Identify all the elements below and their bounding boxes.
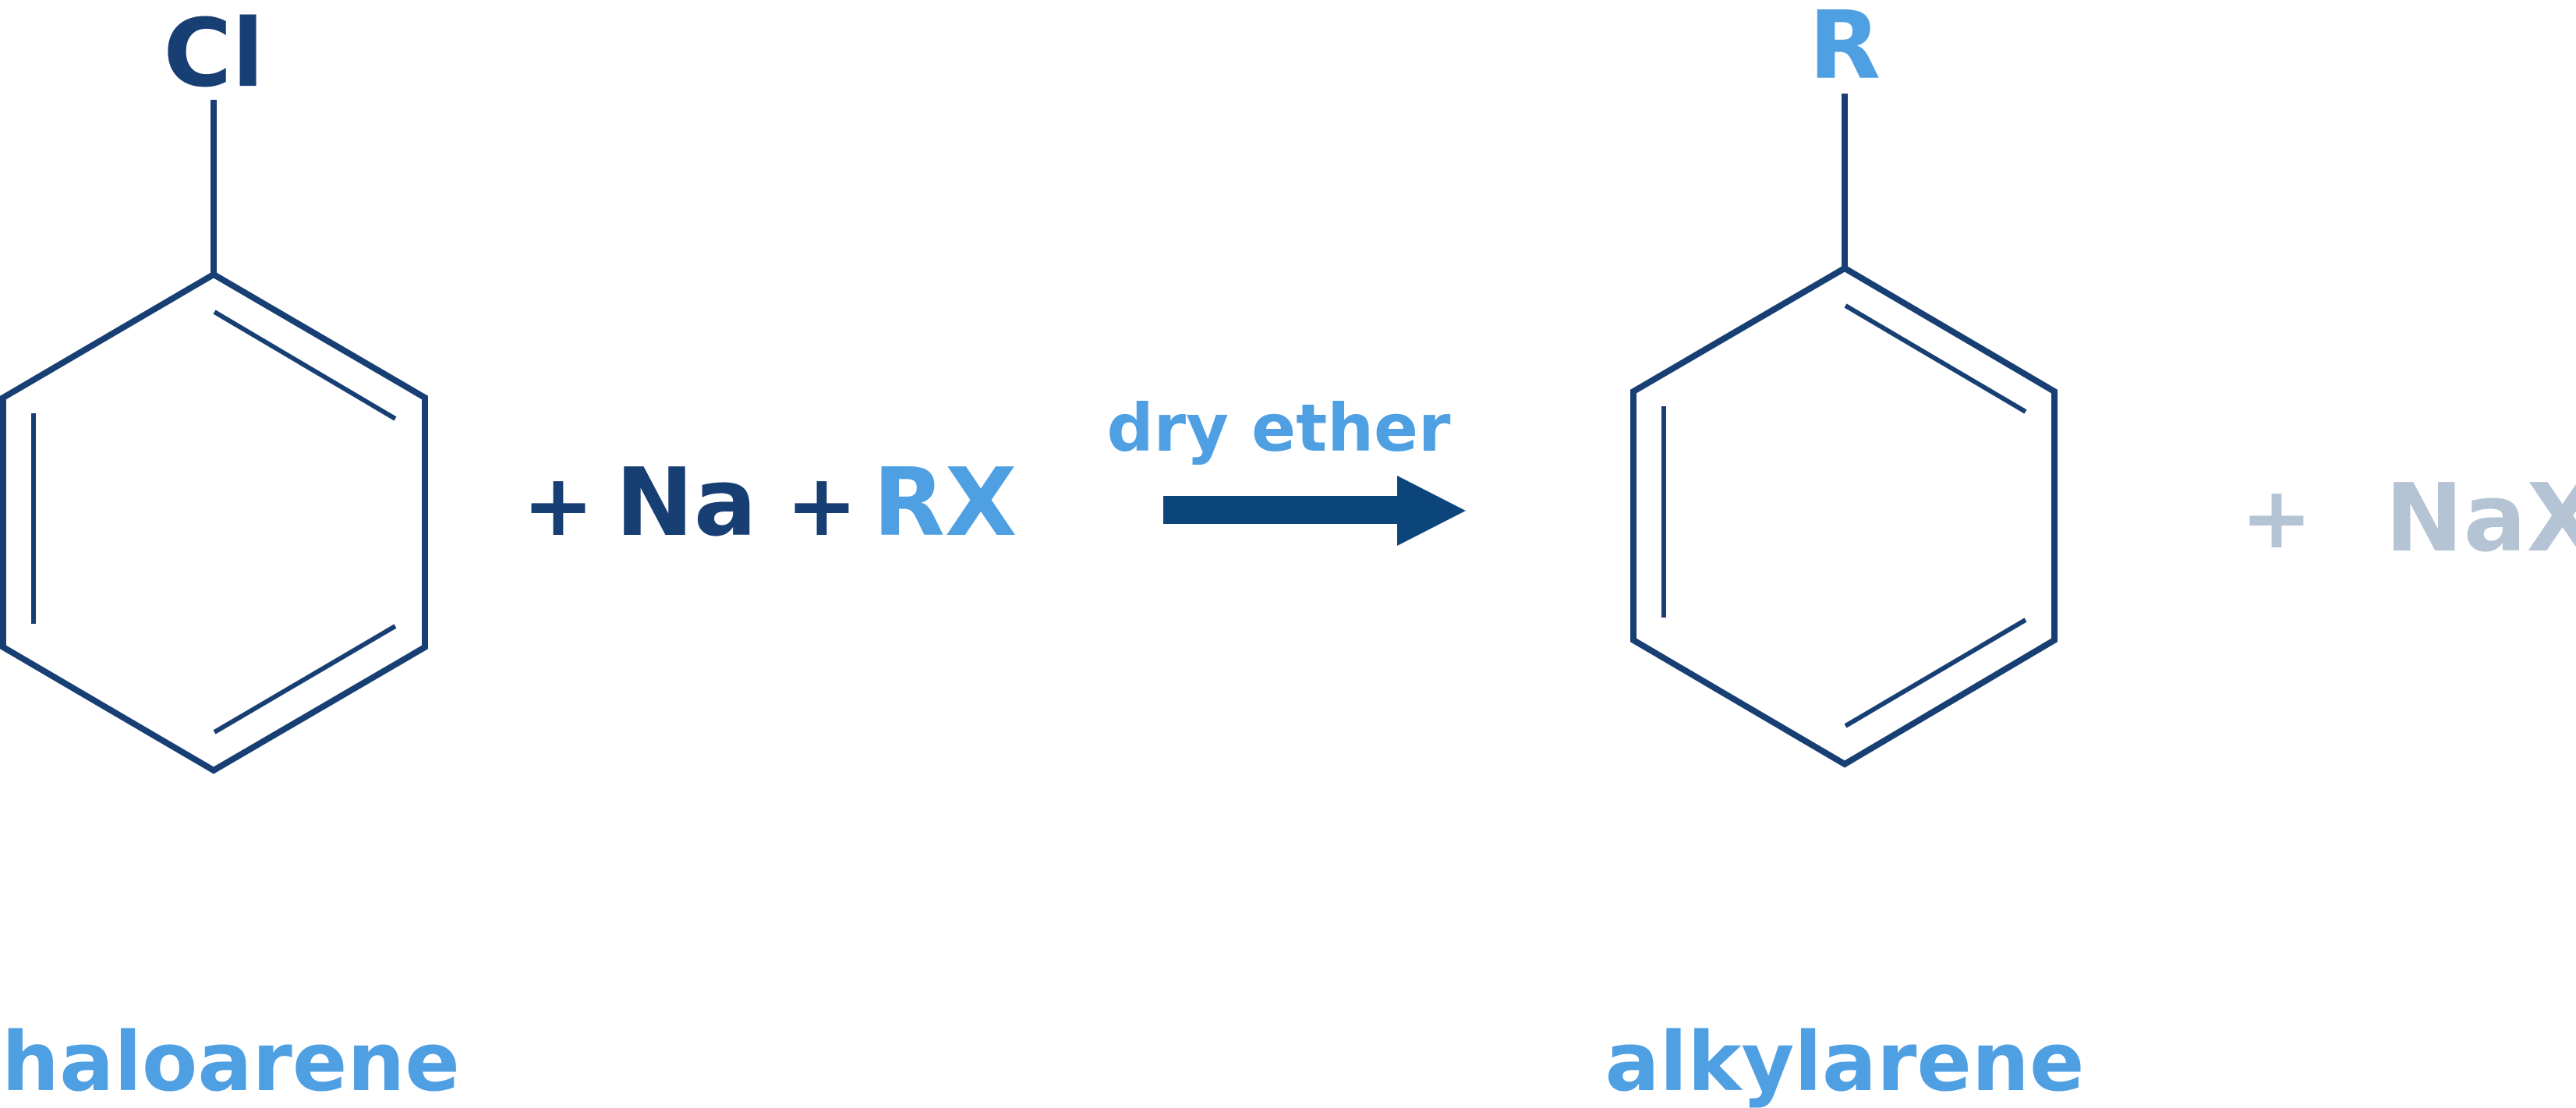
reaction-arrow xyxy=(1163,476,1466,546)
alkyl-halide-reagent: RX xyxy=(873,449,1017,558)
product-benzene-ring xyxy=(1630,94,2058,768)
product-substituent-label: R xyxy=(1809,0,1881,101)
byproduct-salt: NaX xyxy=(2385,465,2576,573)
reactant-double-bond-upper xyxy=(213,310,397,421)
reaction-arrow-head xyxy=(1397,476,1466,546)
product-double-bond-upper xyxy=(1844,303,2027,414)
reactant-benzene-ring xyxy=(0,100,428,774)
product-ring-outline xyxy=(1630,264,2058,768)
product-double-bond-lower xyxy=(1844,618,2027,728)
reactant-name: haloarene xyxy=(2,1014,460,1108)
plus-sign-1: + xyxy=(522,455,594,555)
sodium-reagent: Na xyxy=(615,449,756,558)
plus-sign-2: + xyxy=(786,455,858,555)
reactant-ring-outline xyxy=(0,271,428,774)
reaction-arrow-shaft xyxy=(1163,496,1399,524)
reaction-condition: dry ether xyxy=(1107,390,1451,466)
reactant-double-bond-lower xyxy=(213,624,397,735)
product-name: alkylarene xyxy=(1605,1014,2084,1108)
byproduct-plus-sign: + xyxy=(2241,468,2312,568)
reactant-substituent-label: Cl xyxy=(163,0,264,108)
